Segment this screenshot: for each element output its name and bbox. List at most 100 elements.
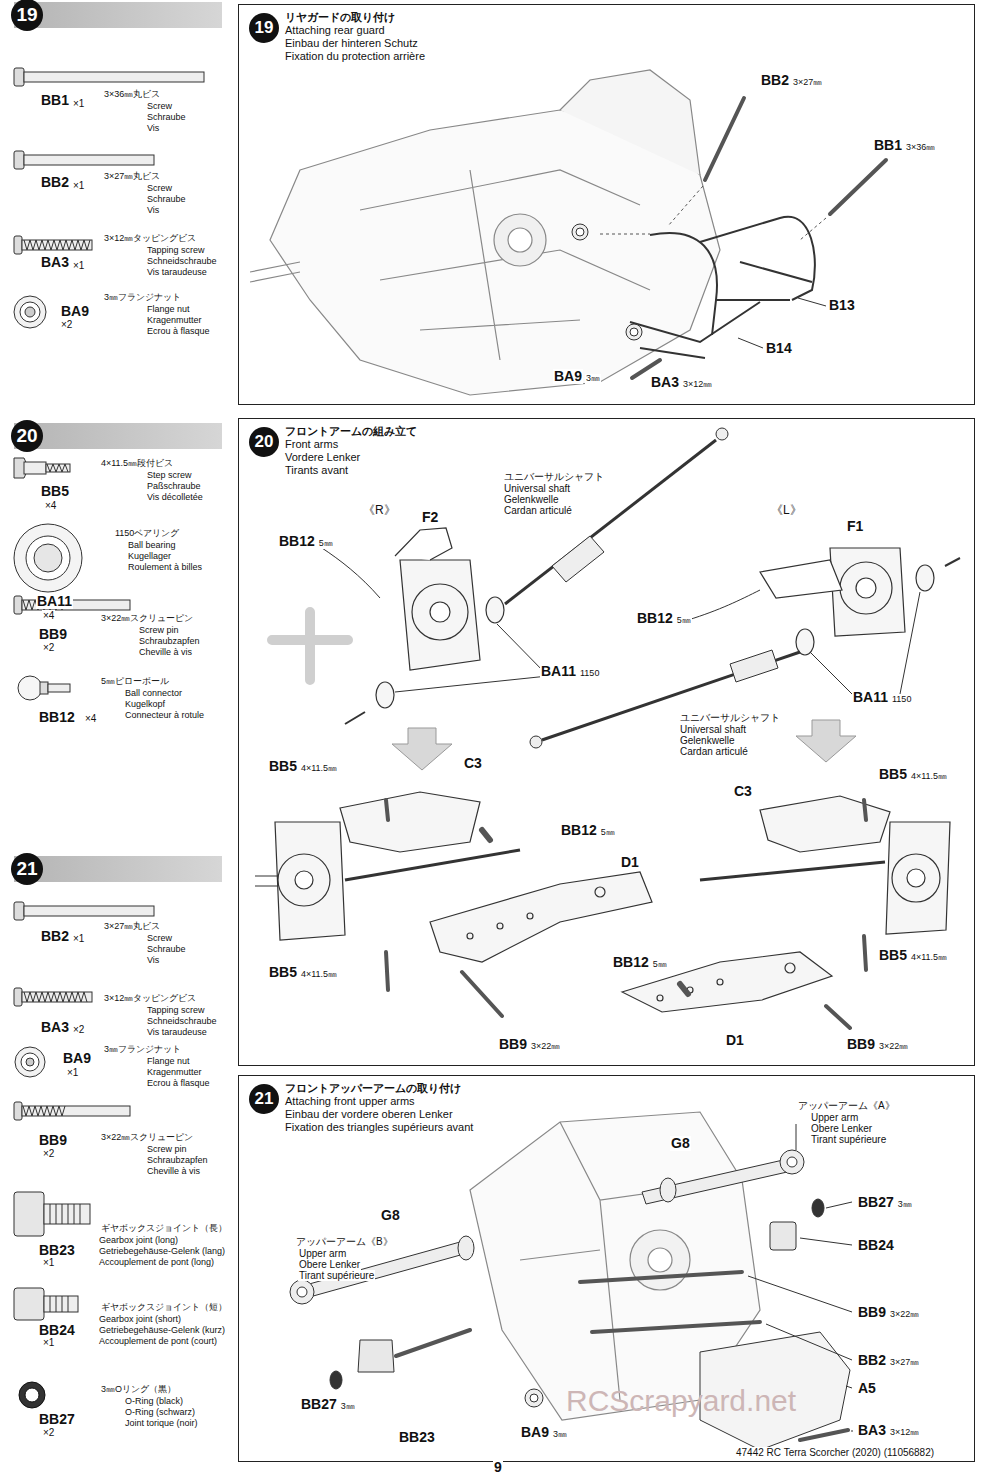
knuckle-drawing bbox=[430, 602, 450, 622]
arm-drawing bbox=[255, 876, 278, 886]
step-title: Attaching rear guard bbox=[285, 24, 385, 37]
part-code: BA9 bbox=[62, 1051, 92, 1066]
part-name: Kugelkopf bbox=[124, 700, 166, 710]
shaft-cup bbox=[530, 736, 542, 748]
step-header-bar: 21 bbox=[14, 856, 222, 882]
part-name: Flange nut bbox=[146, 1057, 191, 1067]
callout-code: BB27 bbox=[300, 1397, 338, 1412]
callout-code: BB5 bbox=[878, 767, 908, 782]
part-name: Schraubzapfen bbox=[146, 1156, 209, 1166]
knuckle-drawing bbox=[916, 565, 934, 591]
rear-guard-drawing bbox=[716, 262, 812, 300]
screw-drawing bbox=[396, 1272, 848, 1440]
upper-arm-drawing bbox=[297, 1287, 307, 1297]
part-label: BB24 bbox=[857, 1238, 895, 1253]
knuckle-drawing bbox=[760, 560, 842, 598]
part-name: Ecrou à flasque bbox=[146, 327, 211, 337]
chassis-drawing bbox=[250, 70, 720, 395]
part-name: Vis taraudeuse bbox=[146, 1028, 208, 1038]
part-name: Screw pin bbox=[138, 626, 180, 636]
part-name: Screw bbox=[146, 102, 173, 112]
step-title: リヤガードの取り付け bbox=[285, 11, 395, 24]
size-label: 3×36㎜ bbox=[905, 143, 936, 153]
part-code: BB27 bbox=[38, 1412, 76, 1427]
screw-drawing bbox=[482, 830, 688, 994]
part-name: Schraube bbox=[146, 945, 187, 955]
chassis-drawing bbox=[508, 228, 532, 252]
arm-drawing bbox=[527, 913, 533, 919]
o-ring-icon bbox=[25, 1388, 39, 1402]
part-label: 《L》 bbox=[770, 504, 803, 517]
callout-code: BA3 bbox=[650, 375, 680, 390]
step-screw-icon bbox=[47, 464, 68, 472]
step-number: 21 bbox=[249, 1084, 279, 1114]
part-label: G8 bbox=[670, 1136, 691, 1151]
screw-drawing bbox=[386, 800, 866, 1028]
arm-drawing bbox=[278, 854, 330, 906]
arm-drawing bbox=[717, 979, 723, 985]
screw-icon bbox=[24, 906, 154, 916]
joint-drawing bbox=[330, 1371, 342, 1389]
o-ring-icon bbox=[19, 1382, 45, 1408]
callout-name: Cardan articulé bbox=[503, 505, 573, 516]
assembly-line bbox=[600, 186, 826, 240]
part-name-ja: 3×27㎜丸ビス bbox=[103, 922, 161, 932]
leader-line bbox=[395, 624, 548, 692]
callout-name: Cardan articulé bbox=[679, 746, 749, 757]
arm-drawing bbox=[657, 995, 663, 1001]
direction-arrow bbox=[392, 728, 452, 770]
shaft-drawing bbox=[505, 440, 716, 604]
arm-drawing bbox=[255, 792, 950, 1012]
size-label: 4×11.5㎜ bbox=[910, 953, 948, 963]
screw-icon bbox=[14, 902, 154, 1120]
screw-drawing bbox=[830, 160, 886, 214]
o-ring-icon bbox=[19, 1382, 45, 1408]
part-name: Vis taraudeuse bbox=[146, 268, 208, 278]
part-name: Ecrou à flasque bbox=[146, 1079, 211, 1089]
gearbox-joint-icon bbox=[14, 1288, 44, 1320]
part-label: C3 bbox=[463, 756, 483, 771]
callout-code: BB1 bbox=[873, 138, 903, 153]
upper-arm-drawing bbox=[660, 1178, 676, 1202]
screw-icon bbox=[22, 1106, 130, 1116]
part-name: Schraubzapfen bbox=[138, 637, 201, 647]
part-label: B13 bbox=[828, 298, 856, 313]
part-label: BB23 bbox=[398, 1430, 436, 1445]
step-title: フロントアームの組み立て bbox=[285, 425, 417, 438]
quantity: ×2 bbox=[42, 1427, 55, 1438]
bearing-icon bbox=[34, 544, 62, 572]
screw-pin-icon bbox=[14, 596, 22, 614]
quantity: ×4 bbox=[42, 610, 55, 621]
part-name: Vis bbox=[146, 206, 160, 216]
callout-code: BA11 bbox=[540, 664, 577, 679]
part-name-ja: 3㎜フランジナット bbox=[103, 1045, 182, 1055]
arm-drawing bbox=[892, 854, 940, 902]
part-name: Step screw bbox=[146, 471, 193, 481]
joint-drawing bbox=[770, 1222, 796, 1250]
step-title: Front arms bbox=[285, 438, 338, 451]
shaft-cup bbox=[730, 650, 778, 682]
quantity: ×4 bbox=[84, 713, 97, 724]
part-label: C3 bbox=[733, 784, 753, 799]
quantity: ×1 bbox=[42, 1257, 55, 1268]
part-name-ja: 3×22㎜スクリューピン bbox=[100, 1133, 194, 1143]
size-label: 4×11.5㎜ bbox=[300, 764, 338, 774]
knuckle-drawing bbox=[840, 562, 892, 614]
quantity: ×1 bbox=[66, 1067, 79, 1078]
part-code: BA3 bbox=[40, 1020, 70, 1035]
callout-code: BB2 bbox=[760, 73, 790, 88]
knuckle-drawing bbox=[395, 528, 452, 560]
part-code: BB9 bbox=[38, 1133, 68, 1148]
part-name-ja: ギヤボックスジョイント（短） bbox=[100, 1303, 228, 1313]
size-label: 1150 bbox=[579, 669, 600, 679]
knuckle-drawing bbox=[830, 548, 905, 636]
arm-drawing bbox=[886, 822, 950, 934]
rear-guard-drawing bbox=[630, 217, 815, 358]
part-name-ja: 3×22㎜スクリューピン bbox=[100, 614, 194, 624]
callout-ja: アッパーアーム《A》 bbox=[797, 1100, 896, 1111]
size-label: 3㎜ bbox=[340, 1402, 356, 1412]
quantity: ×1 bbox=[72, 260, 85, 271]
upper-arm-drawing bbox=[290, 1150, 804, 1304]
step-title: Einbau der vordere oberen Lenker bbox=[285, 1108, 453, 1121]
